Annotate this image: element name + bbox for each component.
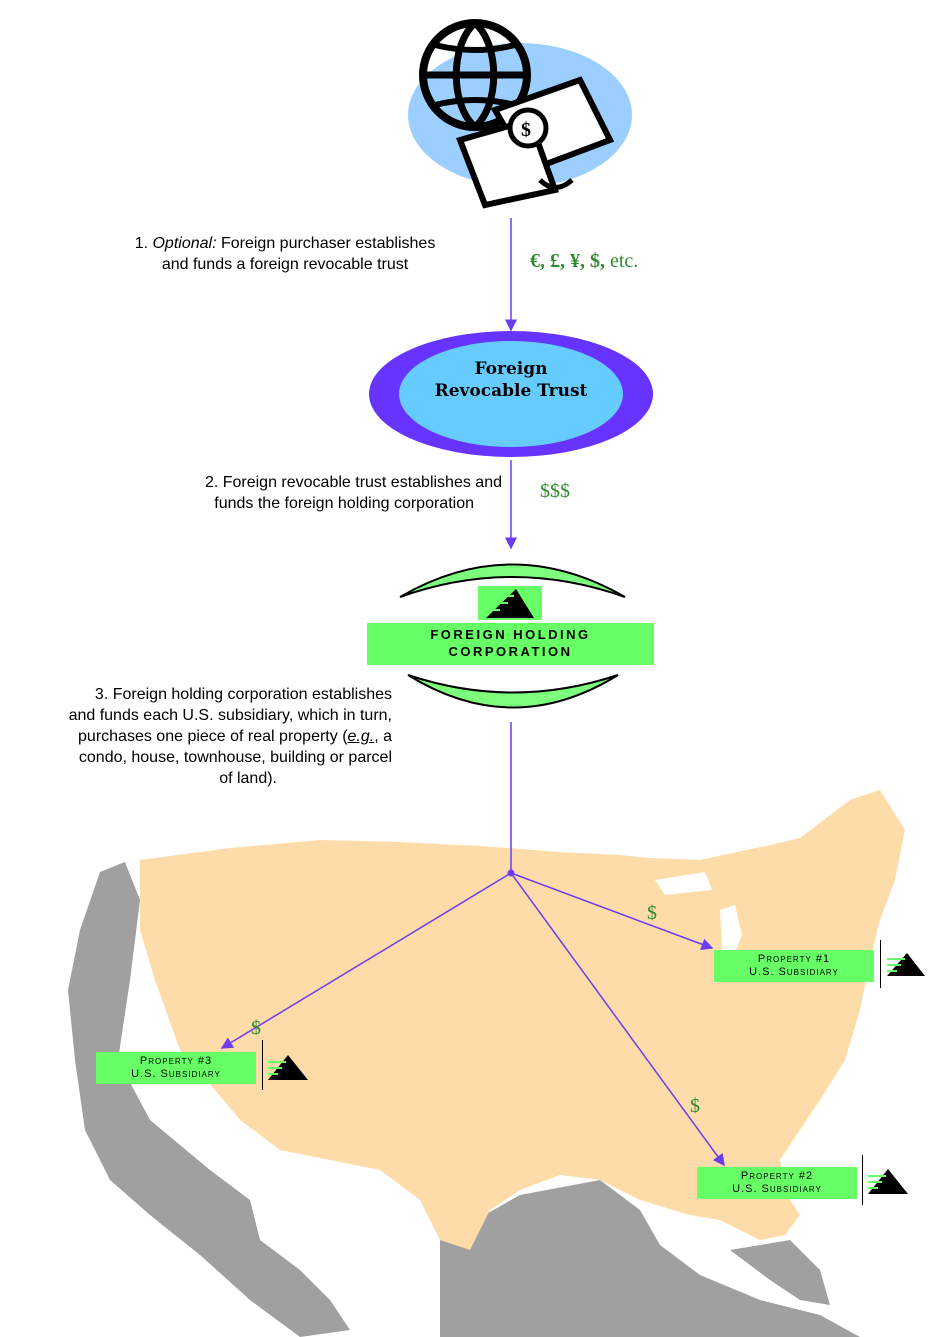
property-3-subtitle: U.S. Subsidiary <box>131 1068 221 1080</box>
step-3-line2: and funds each U.S. subsidiary, which in… <box>68 707 392 724</box>
trust-ellipse <box>369 331 653 457</box>
us-landmass <box>140 790 905 1250</box>
step-2-line2: funds the foreign holding corporation <box>214 495 474 512</box>
corporation-box: Foreign holding corporation <box>367 623 654 665</box>
corporation-label-line1: Foreign holding <box>430 627 591 642</box>
property-3-divider <box>262 1040 263 1090</box>
arrow-to-property-2 <box>510 872 725 1167</box>
currency-etc: etc. <box>605 250 639 272</box>
step-1-line1: Foreign purchaser establishes <box>216 235 436 252</box>
step-3-line3a: purchases one piece of real property ( <box>78 728 348 745</box>
property-3-box: Property #3 U.S. Subsidiary <box>96 1052 256 1084</box>
currency-symbols: €, £, ¥, $, etc. <box>530 250 638 273</box>
florida-relief <box>730 1240 830 1305</box>
property-1-logo-icon <box>887 953 925 976</box>
money-property-2: $ <box>690 1095 700 1117</box>
property-2-divider <box>862 1155 863 1205</box>
svg-text:$: $ <box>521 119 531 141</box>
step-1-line2: and funds a foreign revocable trust <box>161 256 409 273</box>
property-1-subtitle: U.S. Subsidiary <box>749 966 839 978</box>
west-coast-relief <box>68 862 350 1337</box>
property-1-divider <box>880 940 881 988</box>
step-3-line3: purchases one piece of real property (e.… <box>0 726 392 747</box>
step-3-line1: 3. Foreign holding corporation establish… <box>94 686 392 703</box>
corporation-label-line2: corporation <box>448 644 573 659</box>
trust-label-line1: Foreign <box>474 359 548 379</box>
pyramid-logo-icon <box>478 586 542 620</box>
step-2-text: 2. Foreign revocable trust establishes a… <box>70 472 502 514</box>
money-triple: $$$ <box>540 480 570 502</box>
step-3-text: 3. Foreign holding corporation establish… <box>0 684 392 789</box>
step-1-optional: Optional: <box>152 235 217 252</box>
trust-label: Foreign Revocable Trust <box>400 358 622 402</box>
step-1-prefix: 1. <box>134 235 153 252</box>
mexico-relief <box>440 1180 860 1337</box>
property-2-logo-icon <box>868 1169 908 1194</box>
step-1-text: 1. Optional: Foreign purchaser establish… <box>70 233 500 275</box>
step-2-line1: 2. Foreign revocable trust establishes a… <box>204 474 502 491</box>
great-lakes-2 <box>655 872 712 895</box>
property-3-title: Property #3 <box>139 1055 213 1067</box>
corp-arc-top <box>399 563 626 598</box>
step-3-eg: e.g. <box>347 728 375 745</box>
step-3-line5: of land). <box>219 770 277 787</box>
currency-symbols-text: €, £, ¥, $, <box>530 250 605 272</box>
corp-arc-bottom <box>407 674 619 709</box>
trust-label-line2: Revocable Trust <box>434 381 588 401</box>
property-2-title: Property #2 <box>740 1170 814 1182</box>
step-3-line3b: , a <box>374 728 392 745</box>
arrow-to-property-1 <box>510 872 714 950</box>
property-1-title: Property #1 <box>757 953 831 965</box>
property-2-subtitle: U.S. Subsidiary <box>732 1183 822 1195</box>
great-lakes <box>720 905 742 960</box>
property-2-box: Property #2 U.S. Subsidiary <box>697 1167 857 1199</box>
money-property-3: $ <box>251 1017 261 1039</box>
arrow-to-property-3 <box>220 872 512 1049</box>
step-3-line4: condo, house, townhouse, building or par… <box>78 749 392 766</box>
property-3-logo-icon <box>268 1055 308 1080</box>
globe-money-icon: $ <box>408 19 632 209</box>
money-property-1: $ <box>647 902 657 924</box>
property-1-box: Property #1 U.S. Subsidiary <box>714 950 874 982</box>
